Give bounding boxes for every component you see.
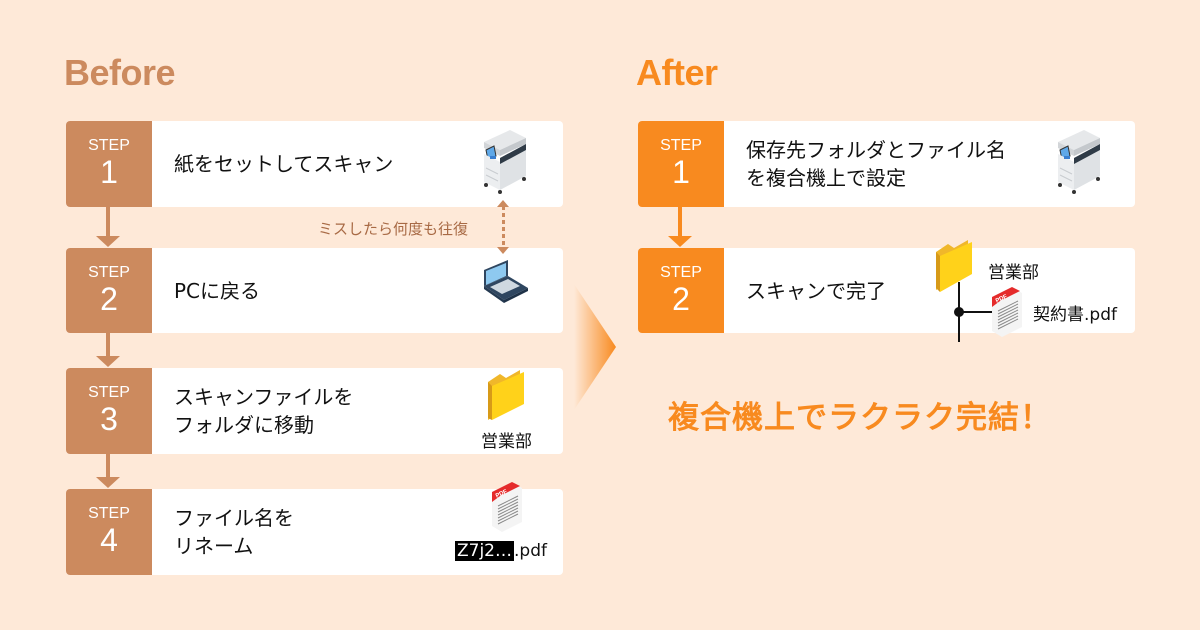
step-badge: STEP 2 bbox=[66, 248, 152, 333]
step-number: 2 bbox=[672, 280, 690, 317]
step-text: スキャンファイルを フォルダに移動 bbox=[174, 385, 354, 437]
loop-dashed-line bbox=[502, 206, 505, 248]
step-number: 3 bbox=[100, 401, 118, 437]
tree-line-horizontal bbox=[958, 311, 992, 313]
multifunction-printer-icon bbox=[484, 130, 526, 194]
file-extension: .pdf bbox=[514, 541, 547, 561]
step-label: STEP bbox=[88, 505, 130, 522]
step-text: ファイル名を リネーム bbox=[174, 506, 294, 558]
folder-icon bbox=[488, 370, 524, 420]
loop-note: ミスしたら何度も往復 bbox=[318, 220, 469, 238]
flow-connector bbox=[106, 333, 110, 357]
before-step-3-card: STEP 3 スキャンファイルを フォルダに移動 bbox=[66, 368, 563, 454]
svg-text:PDF: PDF bbox=[995, 294, 1009, 305]
loop-arrow-up bbox=[497, 200, 509, 207]
step-text: PCに戻る bbox=[174, 278, 261, 303]
pdf-file-icon: PDF bbox=[992, 287, 1022, 337]
step-number: 1 bbox=[100, 154, 118, 190]
step-label: STEP bbox=[88, 137, 130, 154]
step-badge: STEP 1 bbox=[66, 121, 152, 207]
flow-arrowhead bbox=[96, 356, 120, 367]
flow-connector bbox=[106, 454, 110, 478]
step-number: 1 bbox=[672, 154, 690, 190]
step-number: 2 bbox=[100, 280, 118, 317]
multifunction-printer-icon bbox=[1058, 130, 1100, 194]
step-badge: STEP 1 bbox=[638, 121, 724, 207]
step-label: STEP bbox=[660, 137, 702, 154]
step-label: STEP bbox=[88, 384, 130, 401]
masked-filename: Z7j2… bbox=[455, 541, 515, 561]
slogan: 複合機上でラクラク完結！ bbox=[668, 400, 1052, 436]
file-caption: 契約書.pdf bbox=[1033, 305, 1117, 325]
before-step-1-card: STEP 1 紙をセットしてスキャン bbox=[66, 121, 563, 207]
folder-caption: 営業部 bbox=[481, 432, 532, 452]
step-badge: STEP 2 bbox=[638, 248, 724, 333]
step-number: 4 bbox=[100, 522, 118, 558]
svg-text:PDF: PDF bbox=[495, 489, 509, 500]
flow-connector bbox=[106, 207, 110, 237]
step-badge: STEP 3 bbox=[66, 368, 152, 454]
flow-arrowhead bbox=[668, 236, 692, 247]
pdf-filename-caption: Z7j2….pdf bbox=[455, 541, 547, 561]
transition-arrow bbox=[574, 284, 616, 410]
flow-arrowhead bbox=[96, 236, 120, 247]
after-heading: After bbox=[636, 52, 718, 93]
step-text: 保存先フォルダとファイル名 を複合機上で設定 bbox=[746, 138, 1006, 190]
after-step-2-card: STEP 2 スキャンで完了 bbox=[638, 248, 1135, 333]
tree-node-dot bbox=[954, 307, 964, 317]
step-label: STEP bbox=[88, 263, 130, 281]
before-heading: Before bbox=[64, 52, 176, 93]
step-text: スキャンで完了 bbox=[746, 278, 886, 303]
step-text: 紙をセットしてスキャン bbox=[174, 152, 394, 176]
folder-icon bbox=[936, 240, 972, 292]
folder-caption: 営業部 bbox=[988, 263, 1039, 283]
pdf-file-icon: PDF bbox=[492, 482, 522, 532]
flow-connector bbox=[678, 207, 682, 237]
step-label: STEP bbox=[660, 263, 702, 281]
step-badge: STEP 4 bbox=[66, 489, 152, 575]
laptop-icon bbox=[484, 260, 528, 303]
flow-arrowhead bbox=[96, 477, 120, 488]
loop-arrow-down bbox=[497, 247, 509, 254]
before-step-2-card: STEP 2 PCに戻る bbox=[66, 248, 563, 333]
after-step-1-card: STEP 1 保存先フォルダとファイル名 を複合機上で設定 bbox=[638, 121, 1135, 207]
before-step-4-card: STEP 4 ファイル名を リネーム bbox=[66, 489, 563, 575]
